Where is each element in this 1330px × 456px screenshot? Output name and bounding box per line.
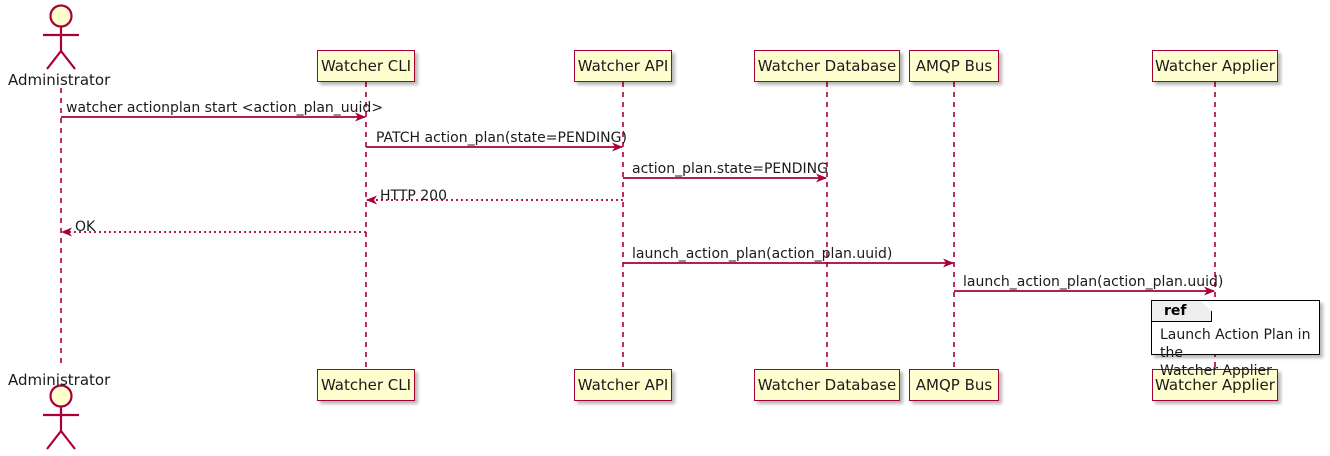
participant-box-watcher-applier-top[interactable]: Watcher Applier xyxy=(1152,50,1278,82)
participant-box-watcher-api-top[interactable]: Watcher API xyxy=(574,50,672,82)
ref-fragment-body-line-2: Watcher Applier xyxy=(1160,363,1272,379)
message-label-7: launch_action_plan(action_plan.uuid) xyxy=(963,274,1224,290)
ref-fragment-body-line-1: Launch Action Plan in the xyxy=(1160,327,1311,361)
actor-figure-administrator-bottom xyxy=(43,384,79,450)
arrows-group xyxy=(61,112,1215,296)
message-label-6: launch_action_plan(action_plan.uuid) xyxy=(632,246,893,262)
participant-box-watcher-database-top[interactable]: Watcher Database xyxy=(754,50,900,82)
message-label-1: watcher actionplan start <action_plan_uu… xyxy=(66,100,384,116)
participant-box-watcher-applier-bottom[interactable]: Watcher Applier xyxy=(1152,369,1278,401)
message-label-3: action_plan.state=PENDING xyxy=(632,161,828,177)
participant-box-amqp-bus-bottom[interactable]: AMQP Bus xyxy=(909,369,999,401)
actor-label-administrator-bottom: Administrator xyxy=(8,371,111,389)
ref-fragment: ref Launch Action Plan in the Watcher Ap… xyxy=(1151,300,1320,379)
participant-box-watcher-api-bottom[interactable]: Watcher API xyxy=(574,369,672,401)
lifelines-group xyxy=(60,82,1216,369)
message-label-4: HTTP 200 xyxy=(380,188,447,204)
message-label-5: OK xyxy=(75,219,96,235)
message-label-2: PATCH action_plan(state=PENDING) xyxy=(376,130,627,146)
participant-box-watcher-cli-top[interactable]: Watcher CLI xyxy=(317,50,415,82)
actor-label-administrator-top: Administrator xyxy=(8,71,111,89)
participant-box-watcher-cli-bottom[interactable]: Watcher CLI xyxy=(317,369,415,401)
participant-box-amqp-bus-top[interactable]: AMQP Bus xyxy=(909,50,999,82)
ref-fragment-body: Launch Action Plan in the Watcher Applie… xyxy=(1160,326,1319,380)
participant-box-watcher-database-bottom[interactable]: Watcher Database xyxy=(754,369,900,401)
ref-fragment-tab-label: ref xyxy=(1152,301,1212,322)
actor-figure-administrator-top xyxy=(43,4,79,70)
